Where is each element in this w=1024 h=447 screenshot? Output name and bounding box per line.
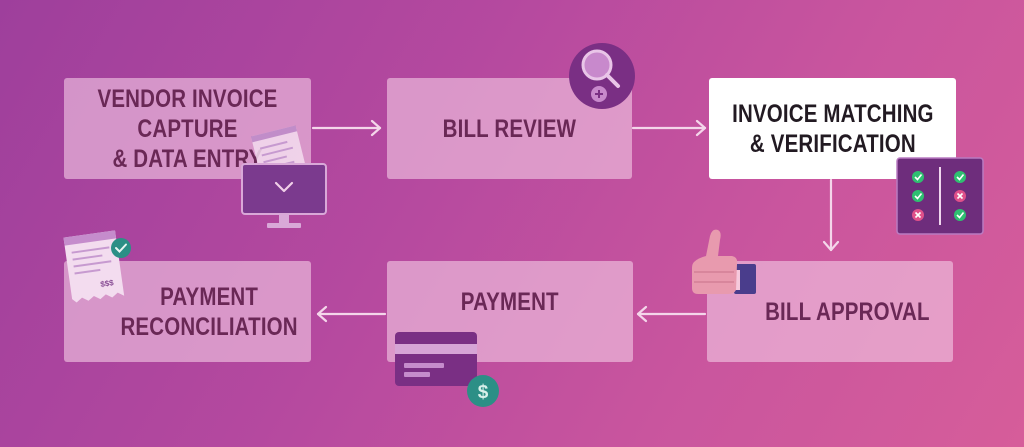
arrow-matching-to-approval: [822, 178, 840, 252]
checklist-icon: [896, 157, 984, 235]
step-label-line: & Data Entry: [112, 144, 263, 173]
arrow-approval-to-payment: [636, 305, 707, 323]
check-icon: [912, 190, 924, 202]
currency-symbol: $: [478, 382, 489, 403]
arrow-payment-to-reconciliation: [316, 305, 387, 323]
step-invoice-matching: Invoice Matching & Verification: [709, 78, 956, 179]
step-label-line: Payment: [160, 282, 259, 311]
receipt-amount-label: $$$: [100, 278, 115, 289]
step-label-line: Invoice Matching: [731, 99, 934, 128]
step-label-line: Reconciliation: [120, 312, 299, 341]
check-icon: [954, 171, 966, 183]
step-label-line: Vendor Invoice Capture: [97, 84, 278, 143]
cross-icon: [912, 209, 924, 221]
step-label: Payment: [461, 287, 559, 317]
check-badge-icon: [111, 238, 131, 258]
credit-card-icon: [395, 332, 477, 386]
cross-icon: [954, 190, 966, 202]
thumbs-up-icon: [692, 229, 756, 294]
check-icon: [912, 171, 924, 183]
check-icon: [954, 209, 966, 221]
step-label: Bill Approval: [765, 297, 930, 327]
dollar-coin-icon: $: [467, 375, 499, 407]
monitor-icon: [241, 163, 327, 228]
step-label-line: Payment: [461, 287, 559, 316]
step-label-line: Bill Review: [442, 114, 577, 143]
receipt-icon: $$$: [63, 230, 125, 303]
step-label-line: Bill Approval: [764, 297, 930, 326]
step-label-line: & Verification: [749, 129, 916, 158]
step-payment-reconciliation: Payment Reconciliation: [64, 261, 311, 362]
step-label: Bill Review: [443, 114, 577, 144]
arrow-capture-to-review: [311, 119, 382, 137]
step-vendor-invoice-capture: Vendor Invoice Capture & Data Entry: [64, 78, 311, 179]
step-label: Invoice Matching & Verification: [732, 99, 934, 159]
magnifier-icon: [569, 43, 635, 109]
arrow-review-to-matching: [631, 119, 707, 137]
step-label: Vendor Invoice Capture & Data Entry: [86, 84, 289, 174]
step-label: Payment Reconciliation: [121, 282, 298, 342]
step-bill-review: Bill Review: [387, 78, 632, 179]
